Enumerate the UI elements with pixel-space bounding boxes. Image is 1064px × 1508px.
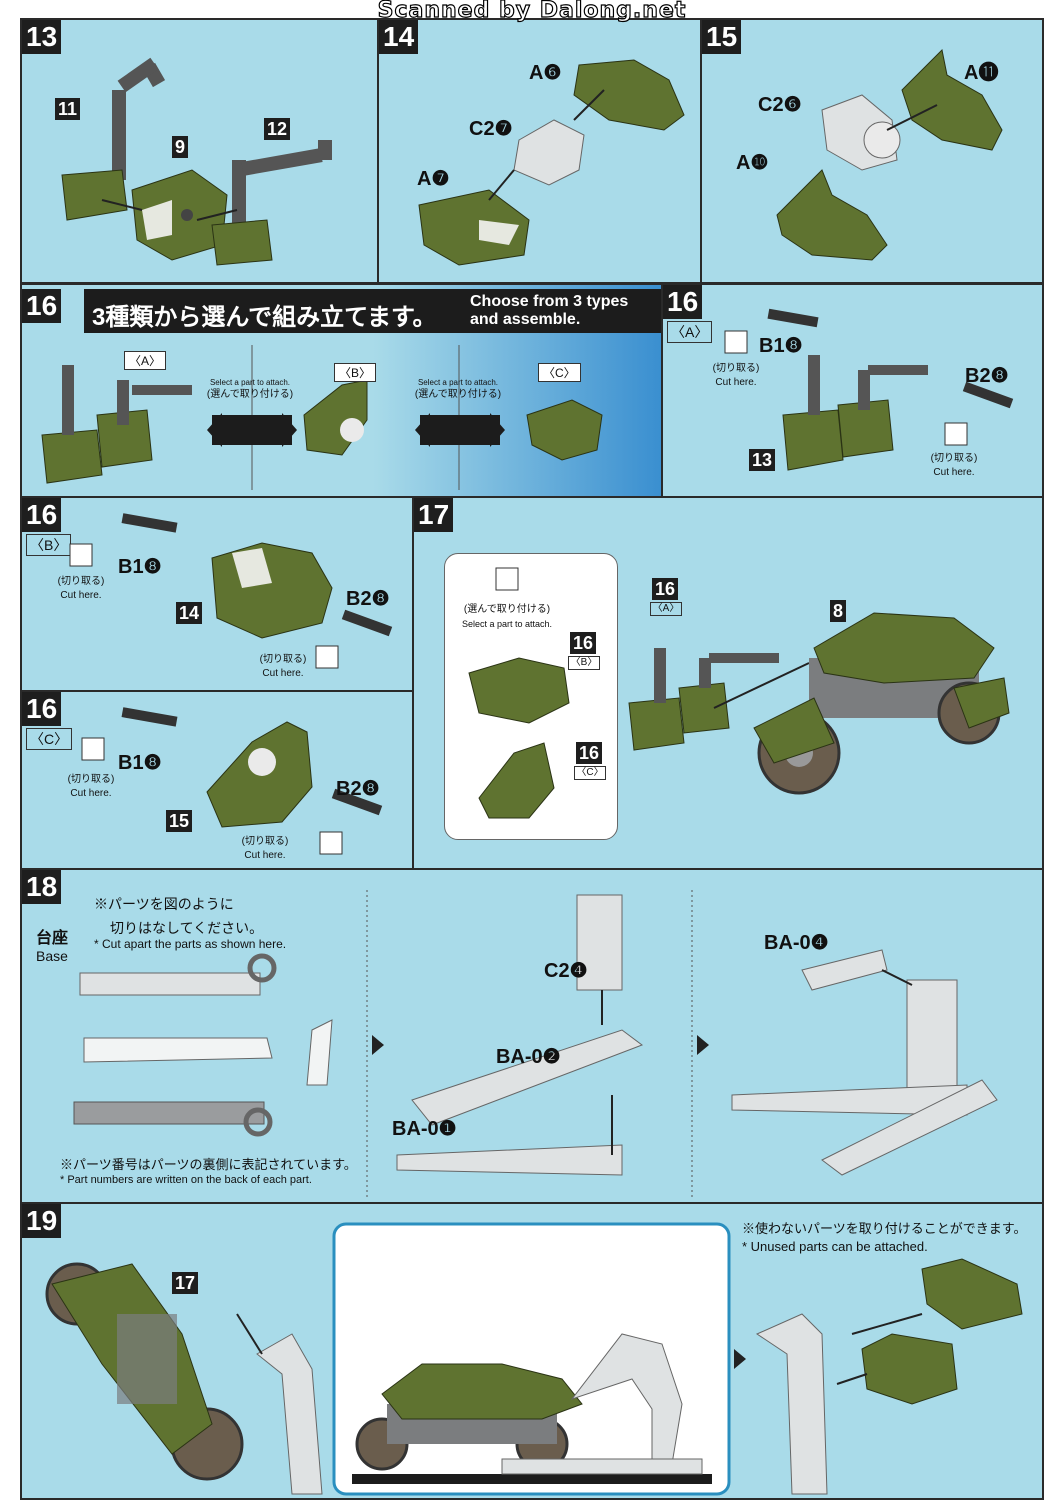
unused-note-jp: ※使わないパーツを取り付けることができます。 (742, 1221, 1027, 1236)
note2-en: * Part numbers are written on the back o… (60, 1174, 312, 1186)
step-16-banner: 3種類から選んで組み立てます。 Choose from 3 types and … (84, 289, 661, 333)
step-14-panel: 14 A❻ C2❼ A❼ (377, 18, 702, 284)
step-number: 19 (22, 1204, 62, 1238)
step-16c-panel: 16 〈C〉 (切り取る) Cut here. B1❽ B2❽ (切り取る) C… (20, 690, 414, 870)
note1-en: * Cut apart the parts as shown here. (94, 937, 287, 951)
sub-label: 〈C〉 (26, 728, 73, 750)
tag-16b: 16 (570, 632, 597, 654)
step-19-panel: 19 ※使わないパーツを取り付けることができます。 * Unused parts… (20, 1202, 1044, 1500)
step-17-panel: 17 (選んで取り付ける) Select a part to attach. 1… (412, 496, 1044, 870)
cut-en-2: Cut here. (933, 467, 975, 478)
label-a6: A❻ (529, 62, 562, 84)
part-tag-15: 15 (166, 810, 193, 832)
option-a-label: 〈A〉 (124, 351, 167, 370)
note1-jp-1: ※パーツを図のように (94, 896, 234, 912)
step-number: 15 (702, 20, 742, 54)
label-c24: C2❹ (544, 960, 588, 982)
tag-16a-sub: 〈A〉 (650, 602, 682, 616)
label-ba04: BA-0❹ (764, 932, 829, 954)
step-15-illustration (776, 48, 1003, 261)
label-a11: A⓫ (964, 62, 999, 84)
select-jp-2: (選んで取り付ける) (414, 389, 502, 400)
step-number: 16 (22, 692, 62, 726)
cut-jp-2: (切り取る) (259, 654, 307, 665)
base-en: Base (36, 948, 68, 964)
step-16b-panel: 16 〈B〉 (切り取る) Cut here. B1❽ B2❽ (切り取る) C… (20, 496, 414, 692)
step-19-illustration (45, 1222, 1023, 1496)
cut-en-2: Cut here. (244, 850, 286, 861)
step-16a-panel: 16 〈A〉 (切り取る) Cut here. B1❽ B2❽ (切り取る) C… (661, 283, 1044, 498)
label-c26: C2❻ (758, 94, 802, 116)
label-b1: B1❽ (118, 752, 162, 774)
label-a7: A❼ (417, 168, 450, 190)
step-14-illustration (418, 59, 685, 266)
label-b1: B1❽ (118, 556, 162, 578)
tag-16b-sub: 〈B〉 (568, 656, 600, 670)
cut-en-1: Cut here. (70, 788, 112, 799)
cut-jp-2: (切り取る) (930, 453, 978, 464)
part-tag-11: 11 (55, 98, 81, 120)
part-tag-12: 12 (264, 118, 291, 140)
step-number: 16 (22, 289, 62, 323)
option-c-label: 〈C〉 (538, 363, 581, 382)
tag-16c-sub: 〈C〉 (574, 766, 606, 780)
bubble-select-en: Select a part to attach. (461, 619, 553, 629)
step-13-panel: 13 11 9 12 (20, 18, 379, 284)
part-tag-13: 13 (749, 449, 776, 471)
option-b-label: 〈B〉 (334, 363, 377, 382)
banner-en-1: Choose from 3 types (470, 293, 629, 310)
note1-jp-2: 切りはなしてください。 (110, 920, 264, 936)
step-17-illustration (468, 567, 1010, 819)
label-ba02: BA-0❷ (496, 1046, 561, 1068)
part-tag-14: 14 (176, 602, 203, 624)
banner-jp: 3種類から選んで組み立てます。 (92, 304, 437, 331)
label-a10: A❿ (736, 152, 769, 174)
cut-en-1: Cut here. (715, 377, 757, 388)
cut-jp-1: (切り取る) (67, 774, 115, 785)
cut-jp-1: (切り取る) (712, 363, 760, 374)
step-number: 18 (22, 870, 62, 904)
label-ba01: BA-0❶ (392, 1118, 457, 1140)
step-18-illustration (73, 890, 998, 1200)
select-en-2: Select a part to attach. (417, 378, 499, 387)
tag-16c: 16 (576, 742, 603, 764)
select-en-1: Select a part to attach. (209, 378, 291, 387)
label-b2: B2❽ (346, 588, 390, 610)
bubble-select-jp: (選んで取り付ける) (463, 604, 551, 615)
step-number: 14 (379, 20, 419, 54)
cut-en-1: Cut here. (60, 590, 102, 601)
cut-en-2: Cut here. (262, 668, 304, 679)
step-16-choose-panel: 16 3種類から選んで組み立てます。 Choose from 3 types a… (20, 283, 663, 498)
scan-credit: Scanned by Dalong.net (377, 0, 687, 24)
part-tag-17: 17 (172, 1272, 199, 1294)
step-number: 13 (22, 20, 62, 54)
step-16a-illustration (724, 308, 1014, 471)
label-b2: B2❽ (965, 365, 1009, 387)
step-18-panel: 18 台座 Base ※パーツを図のように 切りはなしてください。 * Cut … (20, 868, 1044, 1204)
step-number: 16 (663, 285, 703, 319)
base-jp: 台座 (36, 930, 69, 947)
step-number: 16 (22, 498, 62, 532)
tag-16a: 16 (652, 578, 679, 600)
part-tag-9: 9 (172, 136, 189, 158)
step-16c-illustration (81, 707, 383, 855)
note2-jp: ※パーツ番号はパーツの裏側に表記されています。 (60, 1157, 357, 1172)
select-jp-1: (選んで取り付ける) (206, 389, 294, 400)
unused-note-en: * Unused parts can be attached. (742, 1239, 928, 1254)
cut-jp-2: (切り取る) (241, 836, 289, 847)
label-b1: B1❽ (759, 335, 803, 357)
cut-jp-1: (切り取る) (57, 576, 105, 587)
step-15-panel: 15 C2❻ A⓫ A❿ (700, 18, 1044, 284)
step-16-illustration (41, 345, 603, 490)
sub-label: 〈A〉 (667, 321, 713, 343)
part-tag-8: 8 (830, 600, 847, 622)
label-c27: C2❼ (469, 118, 513, 140)
banner-en-2: and assemble. (470, 311, 581, 328)
step-13-illustration (61, 57, 332, 266)
step-16b-illustration (69, 513, 393, 669)
label-b2: B2❽ (336, 778, 380, 800)
step-number: 17 (414, 498, 454, 532)
